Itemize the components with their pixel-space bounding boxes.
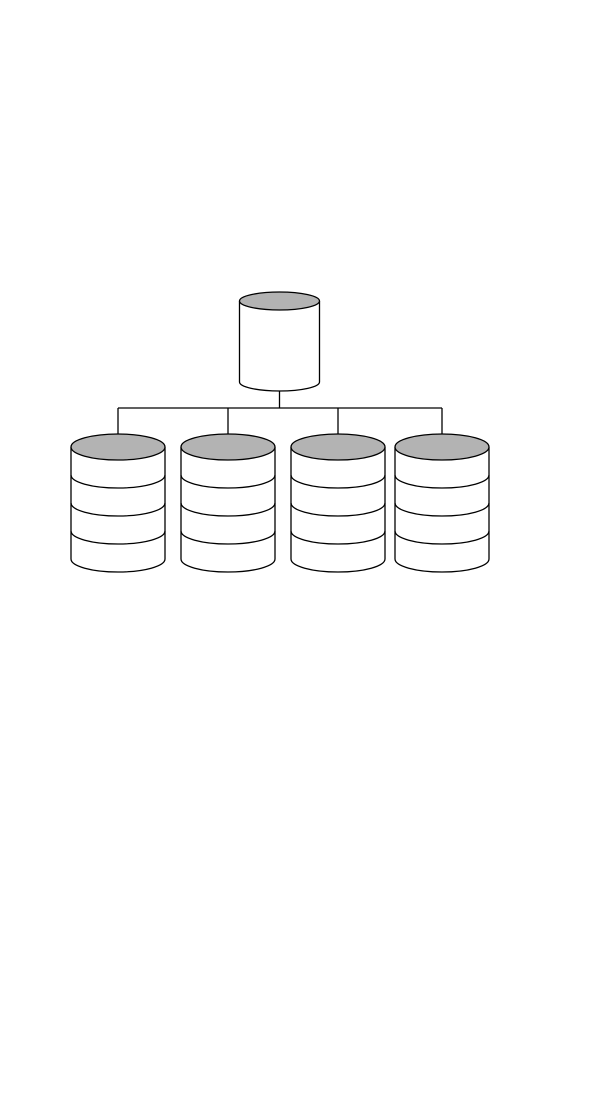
child-database-stack-4-body [395, 447, 489, 572]
root-database-cylinder-body [240, 301, 320, 391]
root-database-cylinder [240, 292, 320, 391]
child-database-group [71, 434, 489, 572]
root-database-cylinder-top [240, 292, 320, 310]
connector-lines [118, 391, 442, 434]
child-database-stack-1-body [71, 447, 165, 572]
child-database-stack-2-top [181, 434, 275, 460]
child-database-stack-3-body [291, 447, 385, 572]
child-database-stack-3-top [291, 434, 385, 460]
child-database-stack-4-top [395, 434, 489, 460]
child-database-stack-2-body [181, 447, 275, 572]
root-database-icon [240, 292, 320, 391]
child-database-stack-4 [395, 434, 489, 572]
child-database-stack-1-top [71, 434, 165, 460]
child-database-stack-3 [291, 434, 385, 572]
child-database-stack-2 [181, 434, 275, 572]
child-database-stack-1 [71, 434, 165, 572]
